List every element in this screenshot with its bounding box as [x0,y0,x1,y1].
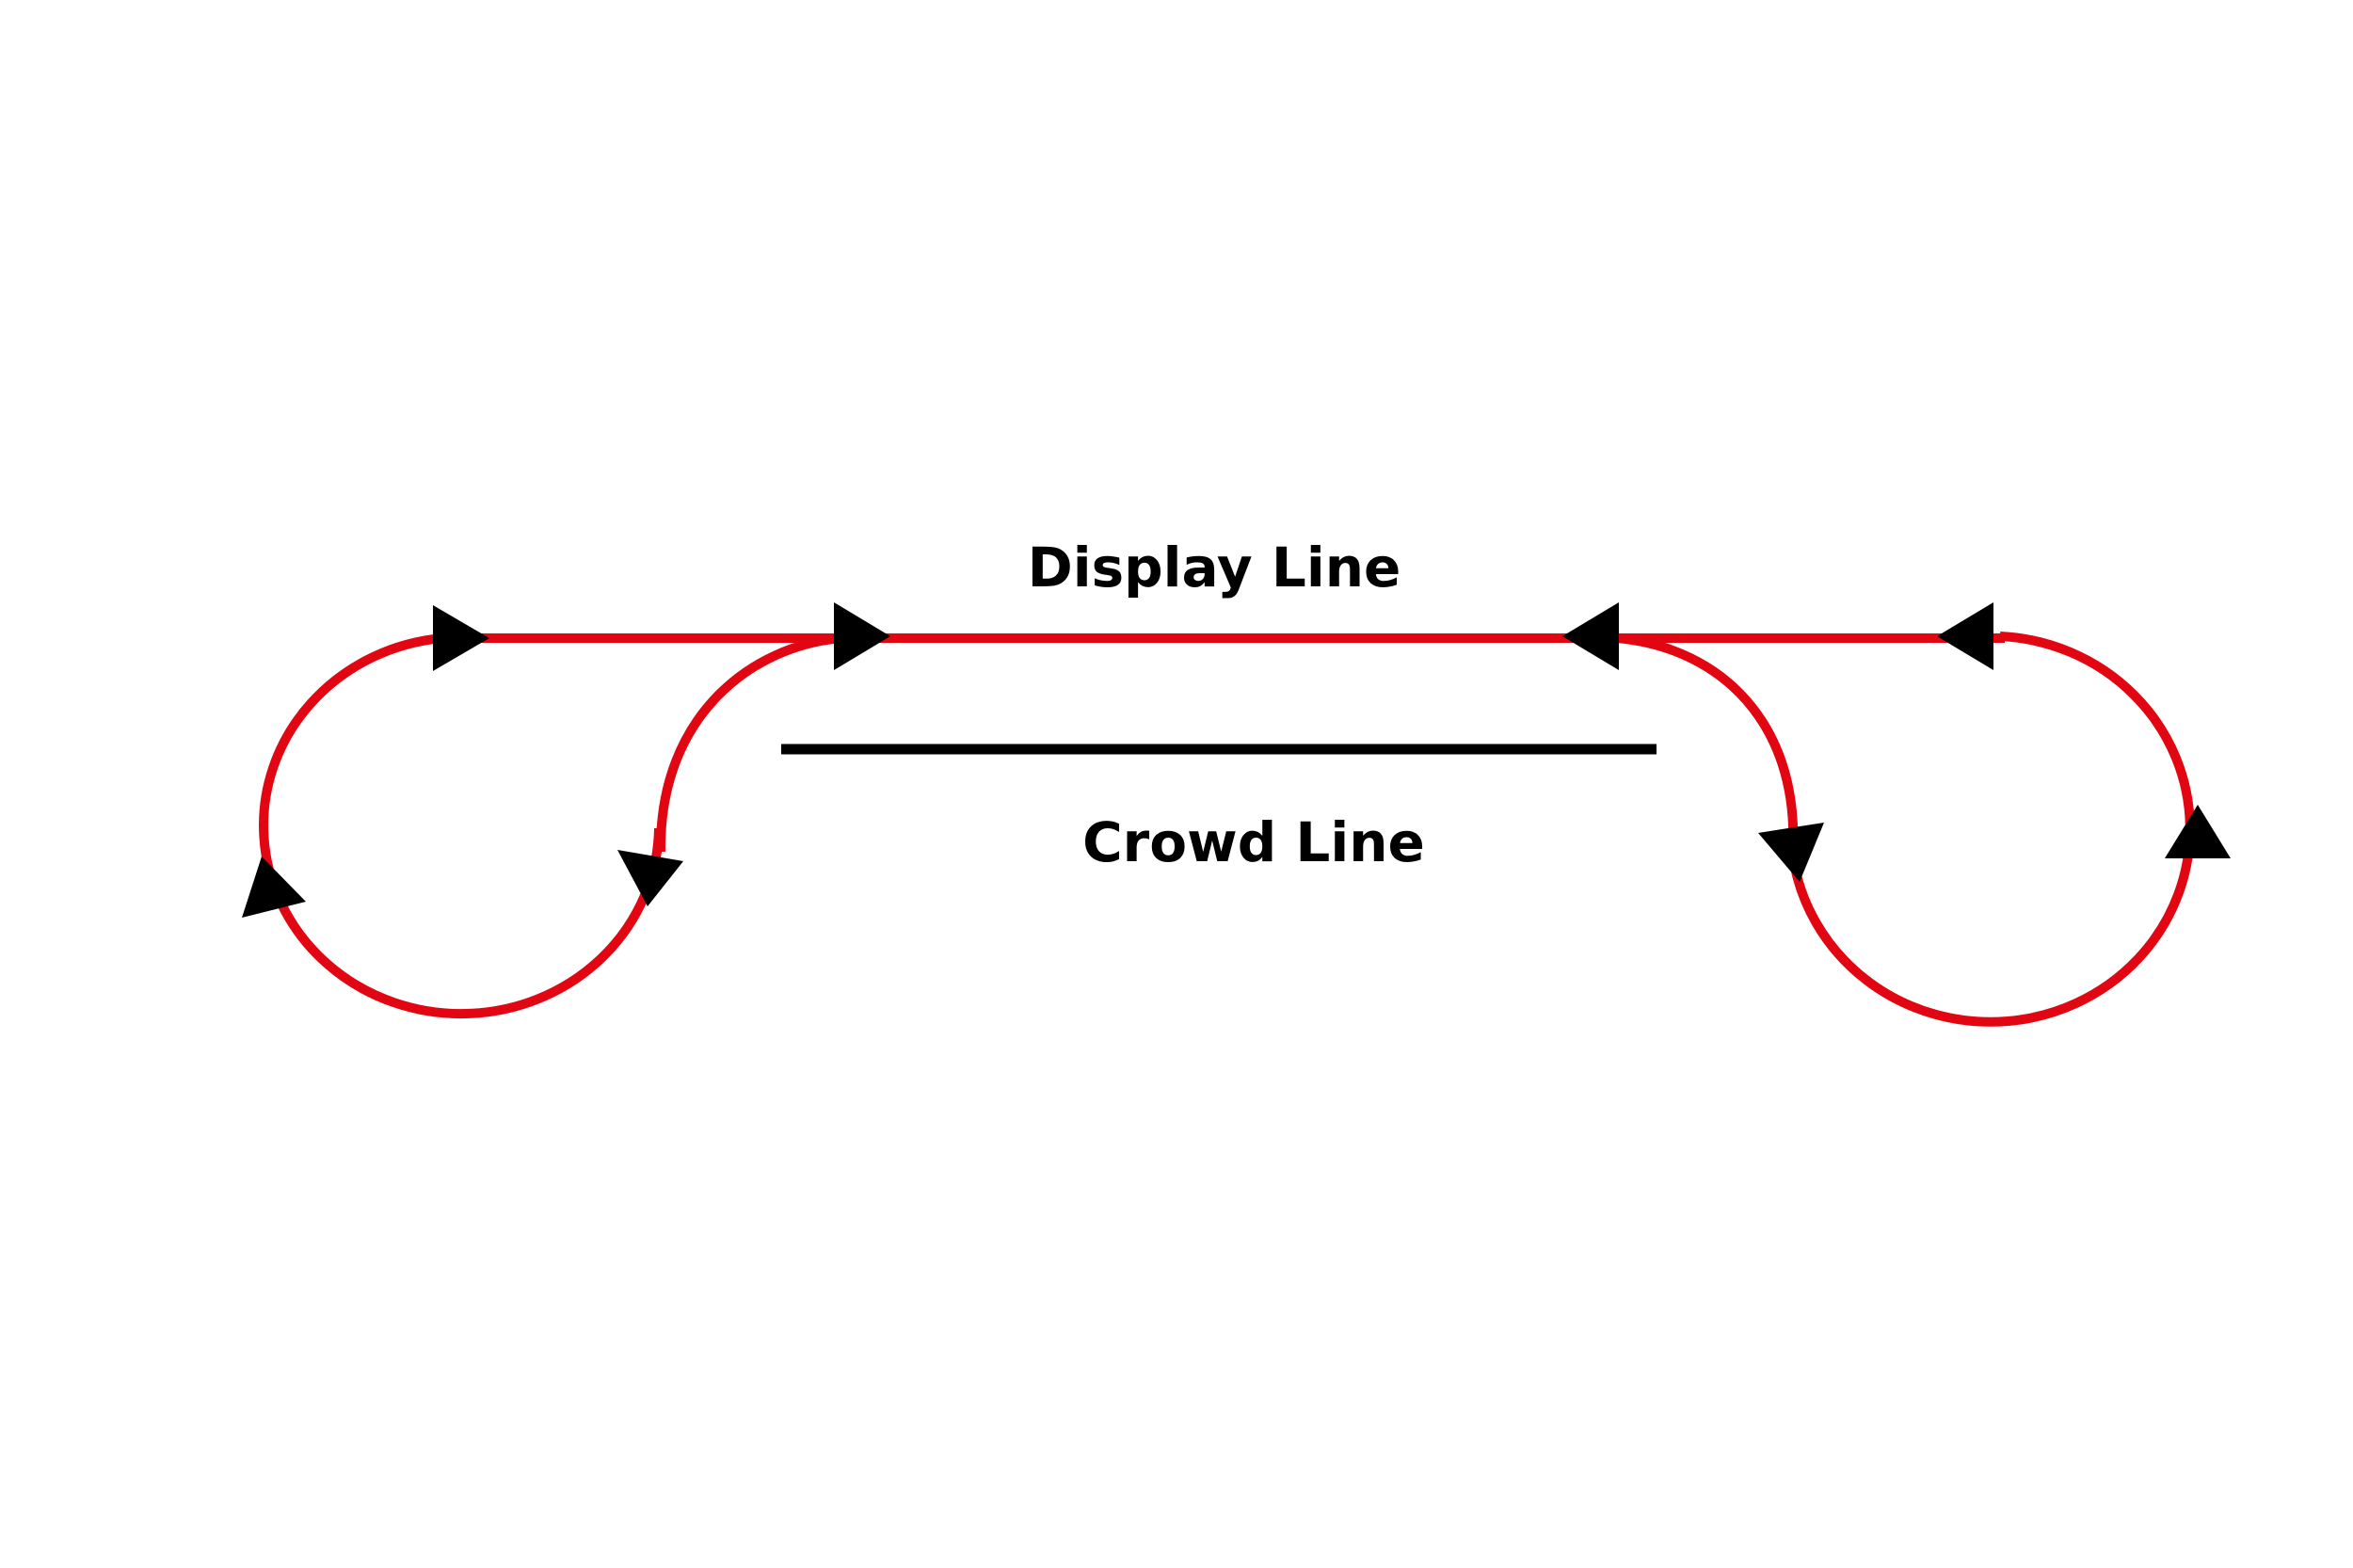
left-loop-path [259,633,664,1019]
arrow-left-icon [1937,602,1993,670]
arrow-left-icon [1562,602,1619,670]
arrow-up-icon [2165,805,2231,858]
crowd-line-label: Crowd Line [1082,810,1425,874]
display-line-label: Display Line [1028,536,1401,600]
right-loop-path [1788,632,2195,1027]
right-inner-curve-path [1616,633,1799,848]
left-inner-curve-path [655,633,843,853]
arrow-down-icon [1758,823,1824,882]
arrow-right-icon [834,602,890,670]
arrow-down-icon [617,850,683,906]
arrow-up-left-icon [242,856,306,918]
arrow-right-icon [433,605,489,671]
